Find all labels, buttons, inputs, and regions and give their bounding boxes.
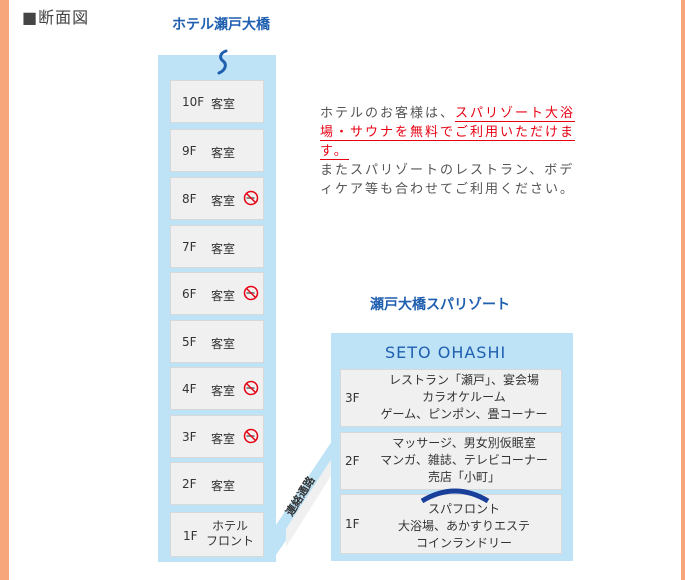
floor-room: 客室 bbox=[211, 242, 236, 256]
floor-facilities: マッサージ、男女別仮眠室マンガ、雑誌、テレビコーナー売店「小町」 bbox=[369, 435, 559, 486]
floor-number: 9F bbox=[182, 144, 197, 158]
resort-name: 瀬戸大橋スパリゾート bbox=[370, 297, 510, 313]
right-border bbox=[681, 0, 685, 580]
facility-line: マッサージ、男女別仮眠室 bbox=[392, 436, 536, 450]
section-title: ■断面図 bbox=[22, 8, 90, 27]
hotel-logo-icon bbox=[217, 49, 228, 75]
resort-floor-2f: 2F マッサージ、男女別仮眠室マンガ、雑誌、テレビコーナー売店「小町」 bbox=[340, 432, 562, 490]
floor-number: 1F bbox=[183, 529, 198, 543]
hotel-floor-1f: 1F ホテルフロント bbox=[170, 512, 264, 557]
floor-number: 3F bbox=[182, 430, 197, 444]
floor-number: 2F bbox=[182, 477, 197, 491]
hotel-name: ホテル瀬戸大橋 bbox=[172, 17, 270, 33]
floor-number: 3F bbox=[345, 391, 360, 405]
no-smoking-icon bbox=[243, 428, 259, 444]
floor-room: 客室 bbox=[211, 289, 236, 303]
hotel-floor-3f: 3F 客室 bbox=[170, 415, 264, 458]
floor-room-line: ホテル bbox=[212, 519, 249, 533]
floor-number: 5F bbox=[182, 335, 197, 349]
connector-walkway bbox=[276, 435, 336, 555]
floor-room: 客室 bbox=[211, 384, 236, 398]
facility-line: 大浴場、あかすりエステ bbox=[397, 519, 530, 533]
floor-facilities: レストラン「瀬戸」、宴会場カラオケルームゲーム、ピンポン、畳コーナー bbox=[369, 372, 559, 423]
floor-number: 10F bbox=[182, 95, 205, 109]
facility-line: レストラン「瀬戸」、宴会場 bbox=[388, 373, 539, 387]
floor-number: 6F bbox=[182, 287, 197, 301]
floor-number: 2F bbox=[345, 454, 360, 468]
floor-number: 4F bbox=[182, 382, 197, 396]
facility-line: コインランドリー bbox=[415, 536, 512, 550]
info-prefix: ホテルのお客様は、 bbox=[320, 106, 456, 121]
facility-line: 売店「小町」 bbox=[427, 470, 500, 484]
hotel-floor-10f: 10F 客室 bbox=[170, 80, 264, 123]
left-border bbox=[0, 0, 9, 580]
info-text: ホテルのお客様は、スパリゾート大浴場・サウナを無料でご利用いただけます。 またス… bbox=[320, 104, 585, 199]
resort-logo: SETO OHASHI bbox=[380, 340, 540, 368]
floor-room: 客室 bbox=[211, 337, 236, 351]
resort-logo-text: SETO OHASHI bbox=[385, 343, 507, 362]
floor-room: 客室 bbox=[211, 194, 236, 208]
floor-number: 7F bbox=[182, 240, 197, 254]
facility-line: マンガ、雑誌、テレビコーナー bbox=[380, 453, 548, 467]
no-smoking-icon bbox=[243, 190, 259, 206]
hotel-floor-9f: 9F 客室 bbox=[170, 129, 264, 172]
resort-floor-1f: 1F スパフロント大浴場、あかすりエステコインランドリー bbox=[340, 494, 562, 554]
hotel-floor-8f: 8F 客室 bbox=[170, 177, 264, 220]
floor-room: 客室 bbox=[211, 432, 236, 446]
floor-number: 1F bbox=[345, 517, 360, 531]
facility-line: ゲーム、ピンポン、畳コーナー bbox=[380, 407, 548, 421]
floor-room-line: フロント bbox=[206, 534, 255, 548]
info-suffix: またスパリゾートのレストラン、ボディケア等も合わせてご利用ください。 bbox=[320, 163, 576, 197]
floor-room: 客室 bbox=[211, 146, 236, 160]
hotel-floor-2f: 2F 客室 bbox=[170, 462, 264, 505]
hotel-floor-7f: 7F 客室 bbox=[170, 225, 264, 268]
resort-floor-3f: 3F レストラン「瀬戸」、宴会場カラオケルームゲーム、ピンポン、畳コーナー bbox=[340, 369, 562, 427]
facility-line: カラオケルーム bbox=[422, 390, 506, 404]
facility-line: スパフロント bbox=[427, 502, 500, 516]
hotel-floor-4f: 4F 客室 bbox=[170, 367, 264, 410]
floor-room-lines: ホテルフロント bbox=[206, 519, 254, 549]
hotel-floor-5f: 5F 客室 bbox=[170, 320, 264, 363]
no-smoking-icon bbox=[243, 380, 259, 396]
info-highlight: スパリゾート大浴場・サウナを無料でご利用いただけます。 bbox=[320, 106, 576, 160]
no-smoking-icon bbox=[243, 285, 259, 301]
floor-room: 客室 bbox=[211, 479, 236, 493]
floor-room: 客室 bbox=[211, 97, 236, 111]
spa-arch-icon bbox=[420, 488, 490, 503]
floor-number: 8F bbox=[182, 192, 197, 206]
floor-facilities: スパフロント大浴場、あかすりエステコインランドリー bbox=[369, 501, 559, 552]
hotel-floor-6f: 6F 客室 bbox=[170, 272, 264, 315]
